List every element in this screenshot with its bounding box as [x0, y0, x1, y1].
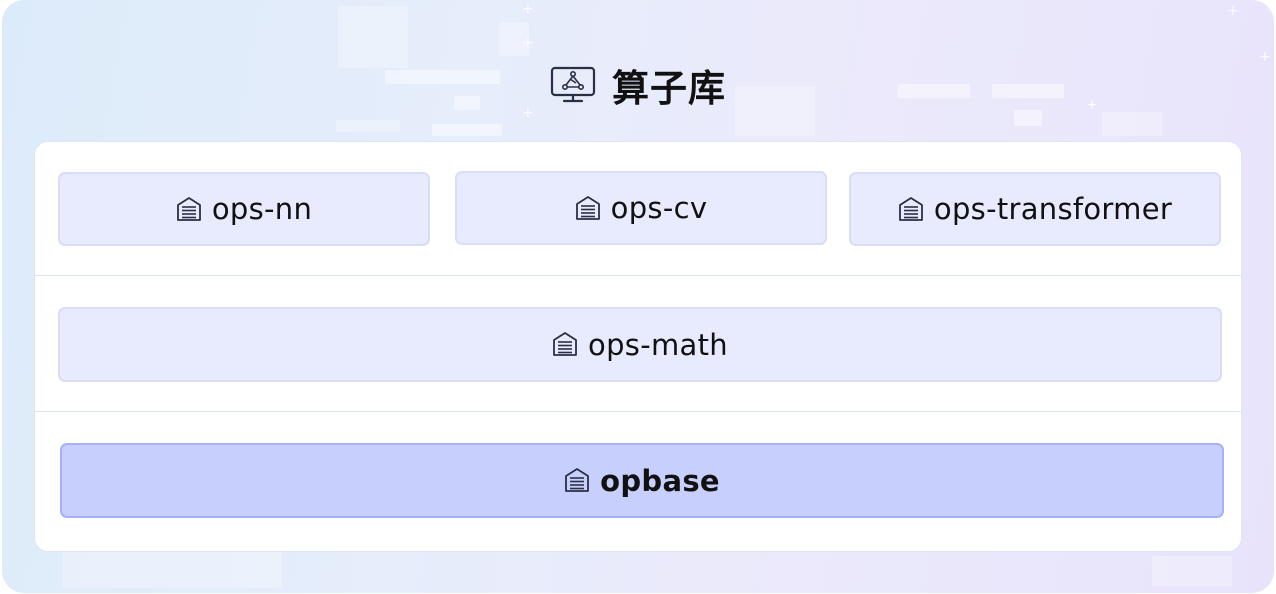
module-label: ops-cv — [610, 191, 708, 225]
package-icon — [176, 196, 202, 223]
operator-library-panel: ops-nn ops-cv ops-transformer ops-math — [34, 141, 1242, 552]
module-label: ops-math — [588, 327, 728, 362]
module-label: ops-transformer — [933, 192, 1173, 226]
package-icon — [575, 195, 601, 222]
package-icon — [552, 331, 578, 358]
package-icon — [898, 196, 924, 223]
module-ops-cv[interactable]: ops-cv — [455, 171, 827, 245]
package-icon — [564, 467, 590, 494]
module-ops-math[interactable]: ops-math — [58, 307, 1222, 382]
page-title: 算子库 — [612, 67, 726, 110]
module-ops-transformer[interactable]: ops-transformer — [849, 172, 1221, 246]
module-ops-nn[interactable]: ops-nn — [58, 172, 430, 246]
module-opbase[interactable]: opbase — [60, 443, 1224, 518]
header: 算子库 — [2, 60, 1274, 110]
module-label: opbase — [600, 463, 720, 498]
module-label: ops-nn — [211, 192, 313, 226]
row-divider — [35, 411, 1241, 412]
row-divider — [35, 275, 1241, 276]
monitor-network-icon — [550, 65, 596, 105]
